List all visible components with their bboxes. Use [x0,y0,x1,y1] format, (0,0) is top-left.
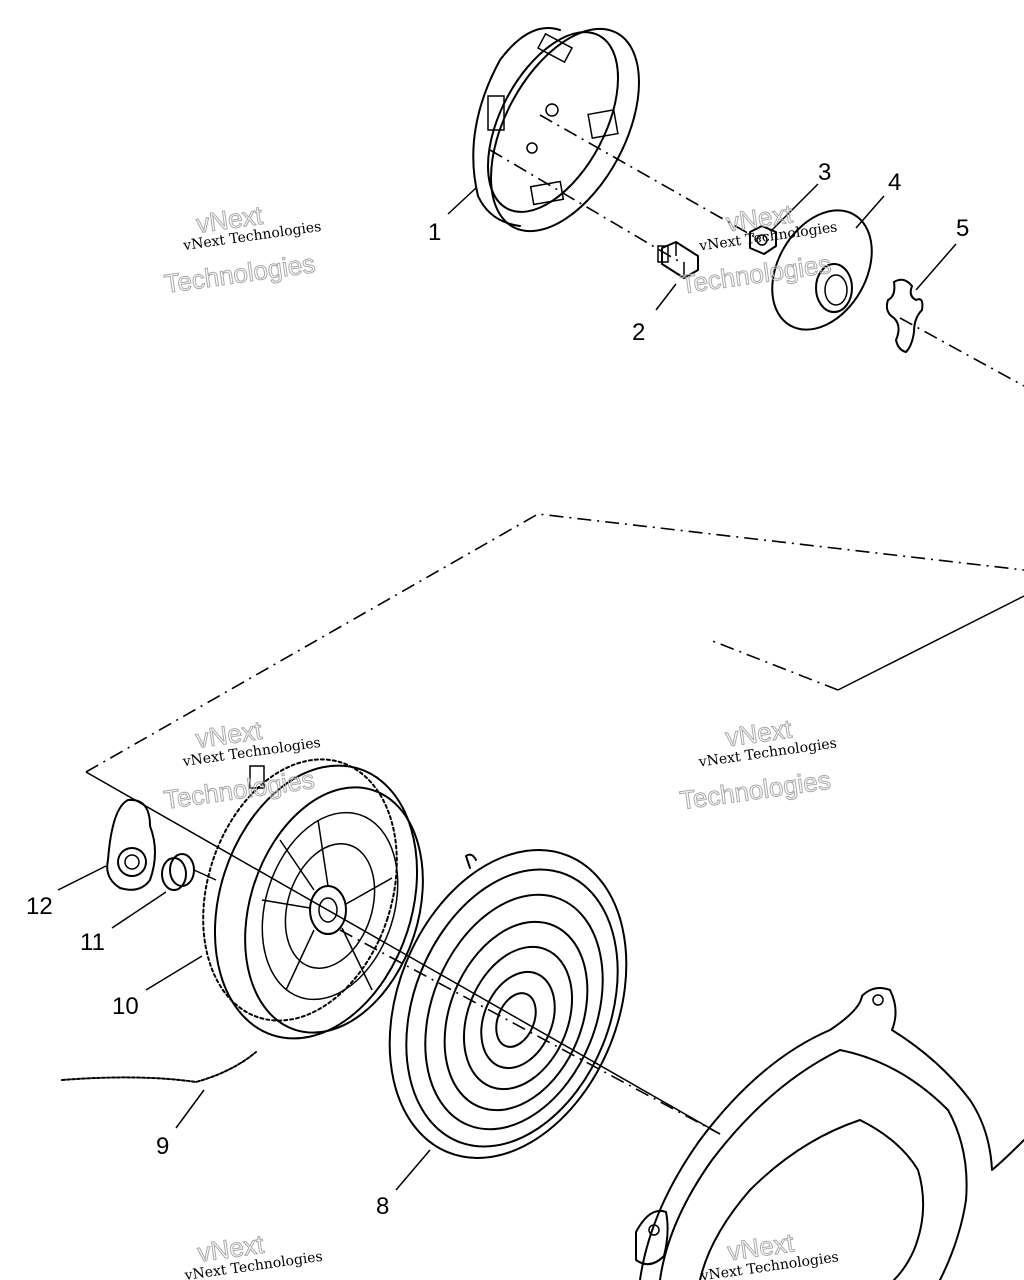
callout-9: 9 [156,1133,169,1160]
part-2-bolt [657,241,699,279]
watermark-2: vNext vNext Technologies Technologies [678,198,838,300]
callout-10: 10 [112,993,139,1020]
watermark-4: vNext vNext Technologies Technologies [677,713,837,816]
watermark-3: vNext vNext Technologies Technologies [161,714,321,815]
part-3-nut [749,225,777,255]
watermark-6: vNext vNext Technologies [699,1227,840,1280]
reference-plane-lower [85,771,721,1135]
part-9-rope [61,1051,257,1083]
part-8-spring [388,849,628,1159]
watermark-1: vNext vNext Technologies Technologies [162,199,322,299]
callout-5: 5 [956,215,969,242]
starter-housing [635,987,1024,1280]
axis-line-mid [709,639,839,691]
callout-3: 3 [818,159,831,186]
part-4-hub-plate [771,209,873,331]
callout-2: 2 [632,319,645,346]
callout-1: 1 [428,219,441,246]
axis-line-upper-b [489,149,681,263]
part-1-pulley-cup [472,27,640,233]
part-10-reel [202,758,424,1040]
callout-11: 11 [80,929,105,956]
part-5-clip [885,278,924,353]
part-12-pawl [106,798,156,891]
callout-8: 8 [376,1193,389,1220]
leader-lines [57,183,957,1191]
watermark-5: vNext vNext Technologies [183,1228,324,1280]
callout-12: 12 [26,893,53,920]
svg-text:Technologies: Technologies [679,249,833,300]
svg-text:Technologies: Technologies [162,764,316,815]
axis-line-clip [899,317,1024,387]
reference-plane [85,513,1024,773]
svg-text:Technologies: Technologies [678,765,832,816]
callout-4: 4 [888,169,901,196]
svg-text:Technologies: Technologies [162,248,316,299]
part-11-spring-pin [161,853,217,891]
reference-plane-right [837,595,1024,691]
